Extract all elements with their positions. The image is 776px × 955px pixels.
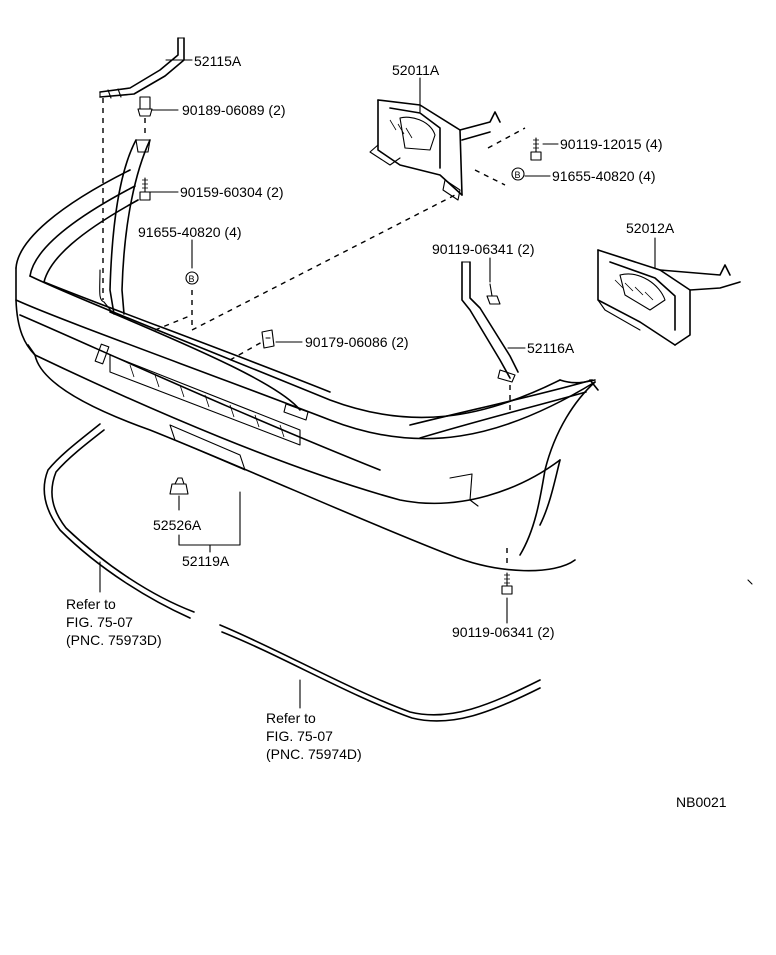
bracket-52011a <box>369 99 501 201</box>
label-52011a: 52011A <box>392 62 440 78</box>
label-90159-60304: 90159-60304 (2) <box>180 184 284 200</box>
label-90189-06089: 90189-06089 (2) <box>182 102 286 118</box>
part-labels: 52115A 90189-06089 (2) 90159-60304 (2) 9… <box>66 53 727 810</box>
svg-text:B: B <box>189 274 195 284</box>
side-stay-left <box>109 139 151 315</box>
label-90119-06341-top: 90119-06341 (2) <box>432 241 534 257</box>
label-52526a: 52526A <box>153 517 202 533</box>
label-90179-06086: 90179-06086 (2) <box>305 334 409 350</box>
label-52115a: 52115A <box>194 53 242 69</box>
label-52012a: 52012A <box>626 220 675 236</box>
diagram-code: NB0021 <box>676 794 727 810</box>
stay-52116a <box>461 261 519 383</box>
stray-mark <box>747 579 753 585</box>
refer-right-line2: FIG. 75-07 <box>266 728 333 744</box>
nut-52526a <box>169 477 189 495</box>
refer-right-line3: (PNC. 75974D) <box>266 746 362 762</box>
bolt-90119-12015 <box>530 137 542 161</box>
label-90119-12015: 90119-12015 (4) <box>560 136 662 152</box>
label-91655-40820-left: 91655-40820 (4) <box>138 224 242 240</box>
nut-90179-06086 <box>261 329 275 349</box>
front-bumper-cover <box>15 169 599 572</box>
bolt-90119-06341-bottom <box>501 572 513 595</box>
molding-left <box>43 423 195 619</box>
label-52119a: 52119A <box>182 553 230 569</box>
molding-right <box>219 624 541 722</box>
svg-text:B: B <box>515 170 521 180</box>
bracket-52115a <box>99 37 185 99</box>
refer-right-line1: Refer to <box>266 710 316 726</box>
bolt-90159-60304 <box>139 177 151 201</box>
refer-left-line1: Refer to <box>66 596 116 612</box>
refer-left-line3: (PNC. 75973D) <box>66 632 162 648</box>
leader-lines <box>99 59 656 709</box>
label-90119-06341-bottom: 90119-06341 (2) <box>452 624 554 640</box>
refer-left-line2: FIG. 75-07 <box>66 614 133 630</box>
label-52116a: 52116A <box>527 340 575 356</box>
assembly-lines <box>102 98 526 568</box>
clip-91655-40820-right: B <box>511 167 525 181</box>
clip-91655-40820-left: B <box>185 271 199 285</box>
bolt-90119-06341-top <box>486 283 501 305</box>
screw-90189-06089 <box>137 96 153 117</box>
bracket-52012a <box>597 249 741 346</box>
label-91655-40820-right: 91655-40820 (4) <box>552 168 656 184</box>
